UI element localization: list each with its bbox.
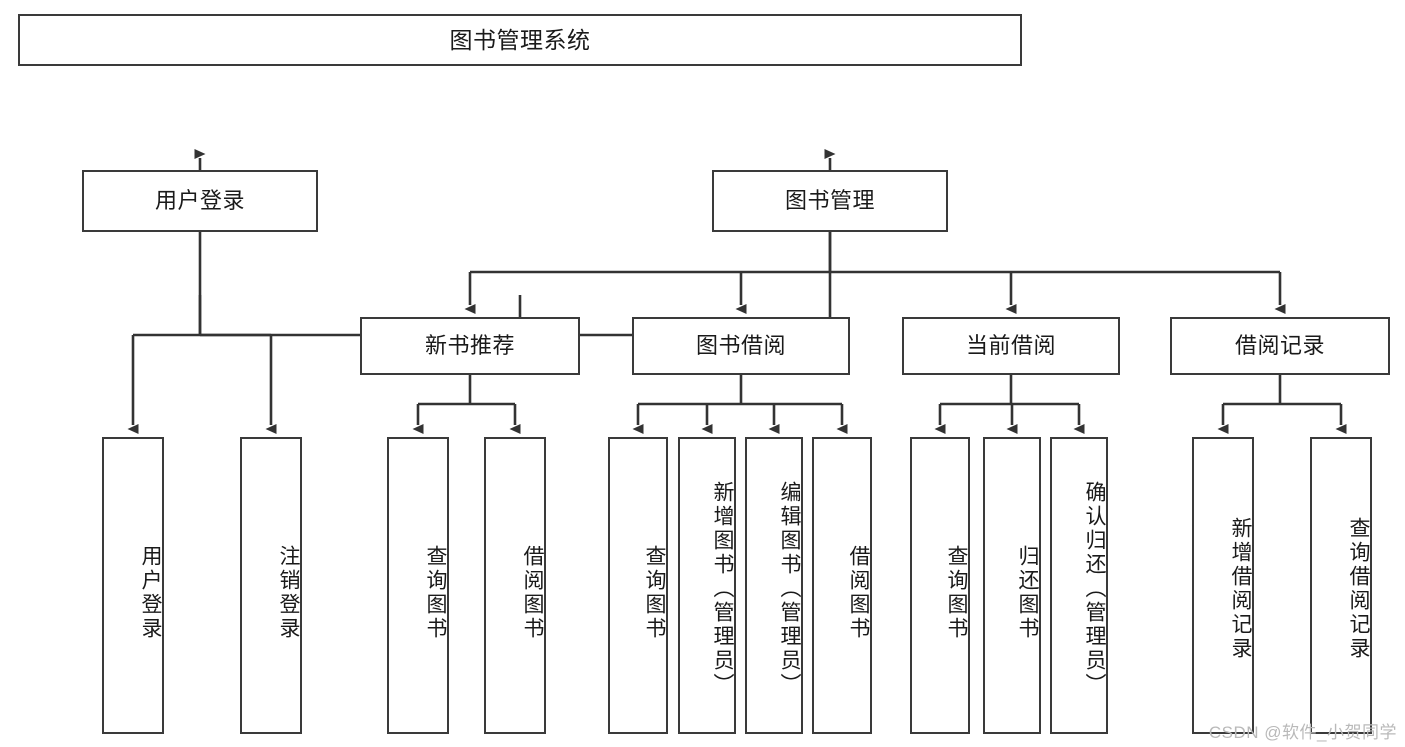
node-label: 借阅图书 (521, 544, 544, 641)
node-leaf-cb-query[interactable]: 查询图书 (910, 437, 970, 734)
node-label: 图书管理 (784, 188, 875, 214)
node-borrow-record[interactable]: 借阅记录 (1170, 317, 1390, 375)
node-leaf-bb-add[interactable]: 新增图书（管理员） (678, 437, 736, 734)
node-label: 查询借阅记录 (1347, 516, 1370, 661)
node-leaf-nb-borrow[interactable]: 借阅图书 (484, 437, 546, 734)
node-label: 新增借阅记录 (1229, 516, 1252, 661)
node-label: 用户登录 (139, 544, 162, 641)
node-label: 归还图书 (1016, 544, 1039, 641)
node-label: 借阅图书 (847, 544, 870, 641)
node-label: 图书管理系统 (449, 26, 591, 53)
node-leaf-br-add[interactable]: 新增借阅记录 (1192, 437, 1254, 734)
node-leaf-bb-query[interactable]: 查询图书 (608, 437, 668, 734)
node-leaf-nb-query[interactable]: 查询图书 (387, 437, 449, 734)
node-label: 查询图书 (643, 544, 666, 641)
node-label: 查询图书 (945, 544, 968, 641)
node-user-login[interactable]: 用户登录 (82, 170, 318, 232)
node-leaf-cb-confirm[interactable]: 确认归还（管理员） (1050, 437, 1108, 734)
node-label: 确认归还（管理员） (1083, 480, 1106, 697)
node-label: 编辑图书（管理员） (778, 480, 801, 697)
node-new-book-rec[interactable]: 新书推荐 (360, 317, 580, 375)
node-leaf-logout[interactable]: 注销登录 (240, 437, 302, 734)
watermark-label: CSDN @软件_小贺同学 (1208, 723, 1397, 742)
node-label: 图书借阅 (695, 333, 786, 359)
node-current-borrow[interactable]: 当前借阅 (902, 317, 1120, 375)
node-label: 当前借阅 (965, 333, 1056, 359)
node-leaf-cb-return[interactable]: 归还图书 (983, 437, 1041, 734)
node-book-manage[interactable]: 图书管理 (712, 170, 948, 232)
node-book-borrow[interactable]: 图书借阅 (632, 317, 850, 375)
node-label: 新书推荐 (424, 333, 515, 359)
node-label: 查询图书 (424, 544, 447, 641)
node-leaf-bb-borrow[interactable]: 借阅图书 (812, 437, 872, 734)
node-label: 注销登录 (277, 544, 300, 641)
node-label: 借阅记录 (1234, 333, 1325, 359)
node-leaf-br-query[interactable]: 查询借阅记录 (1310, 437, 1372, 734)
node-leaf-bb-edit[interactable]: 编辑图书（管理员） (745, 437, 803, 734)
node-label: 用户登录 (154, 188, 245, 214)
node-leaf-user-login[interactable]: 用户登录 (102, 437, 164, 734)
node-root[interactable]: 图书管理系统 (18, 14, 1022, 66)
node-label: 新增图书（管理员） (711, 480, 734, 697)
